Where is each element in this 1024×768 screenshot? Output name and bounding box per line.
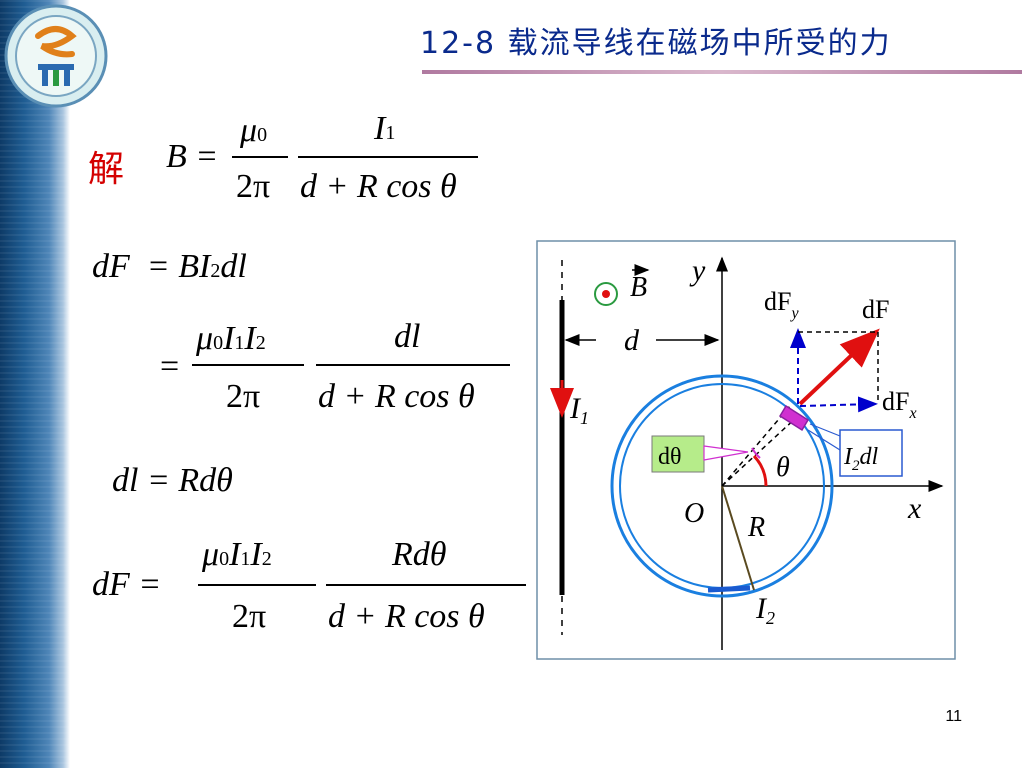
label-i2: I2 <box>755 592 775 628</box>
eq1-fraction-bar-2 <box>298 156 478 158</box>
label-i2dl: I2dl <box>843 444 879 474</box>
label-i1: I1 <box>569 392 589 428</box>
label-o: O <box>684 498 704 529</box>
eq3-num-i2-sub: 2 <box>255 332 266 354</box>
eq5-f2-den: d + R cos θ <box>328 598 485 635</box>
eq3-den: 2π <box>226 378 261 415</box>
eq2-part-b: = BI <box>146 248 211 285</box>
label-theta: θ <box>776 452 790 483</box>
eq3-num-i2: I <box>244 320 256 357</box>
university-logo <box>4 4 108 108</box>
eq5-num-i2: I <box>250 536 262 573</box>
radius-line <box>721 485 755 591</box>
force-df-vector <box>798 328 880 406</box>
current-i2-arrow <box>707 585 751 593</box>
solution-label: 解 <box>88 149 125 190</box>
b-field-symbol <box>594 282 618 306</box>
current-element-i2dl <box>778 404 810 432</box>
eq2-part-c: dl <box>220 248 247 285</box>
eq2-sub: 2 <box>210 260 221 282</box>
label-y: y <box>689 254 706 287</box>
dtheta-callout <box>703 445 749 461</box>
page-number: 11 <box>945 708 962 725</box>
current-loop-outer <box>610 374 834 598</box>
label-dtheta: dθ <box>658 444 682 470</box>
eq5-fraction-bar-1 <box>198 584 316 586</box>
eq5-lhs: dF = <box>92 566 162 603</box>
eq3-num-i1: I <box>223 320 235 357</box>
eq1-lhs: B = <box>166 138 219 175</box>
eq4-text: dl = Rdθ <box>112 462 233 499</box>
i2dl-box <box>839 429 903 477</box>
equation-2: dF = BI2dl <box>92 248 247 286</box>
eq1-f2-num: I <box>374 110 386 147</box>
eq3-f2-den: d + R cos θ <box>318 378 475 415</box>
eq1-f1-num-sub: 0 <box>257 124 268 146</box>
label-df: dF <box>862 295 889 324</box>
eq3-f2-num: dl <box>394 318 421 355</box>
b-field-dot <box>602 290 610 298</box>
eq1-f1-num: μ <box>240 112 258 149</box>
label-dfx: dFx <box>882 387 917 422</box>
label-b: B <box>630 272 647 303</box>
title-underline <box>422 70 1022 74</box>
eq5-f2-num: Rdθ <box>392 536 447 573</box>
dtheta-box <box>651 435 705 473</box>
label-x: x <box>907 492 922 525</box>
eq5-num-i1: I <box>229 536 241 573</box>
eq1-fraction-bar-1 <box>232 156 288 158</box>
eq3-fraction-bar-1 <box>192 364 304 366</box>
label-d: d <box>624 324 640 357</box>
eq1-f1-den: 2π <box>236 168 271 205</box>
label-dfy: dFy <box>764 287 799 322</box>
i2dl-callout-1 <box>809 423 841 437</box>
eq5-num-i1-sub: 1 <box>240 548 251 570</box>
eq5-num-mu: μ <box>202 536 220 573</box>
force-diagram: I1 B d y x O I2 R θ dθ dFy dF dFx I2dl <box>536 240 956 660</box>
dtheta-arc <box>751 447 761 459</box>
force-dfx-vector <box>799 396 878 413</box>
eq5-num-i2-sub: 2 <box>261 548 272 570</box>
eq5-den: 2π <box>232 598 267 635</box>
theta-arc <box>752 454 768 487</box>
eq3-num-mu: μ <box>196 320 214 357</box>
eq5-num-mu-sub: 0 <box>219 548 230 570</box>
eq3-num-mu-sub: 0 <box>213 332 224 354</box>
eq3-lhs: = <box>160 348 180 385</box>
eq1-f2-num-sub: 1 <box>385 122 396 144</box>
eq5-fraction-bar-2 <box>326 584 526 586</box>
eq3-num-i1-sub: 1 <box>234 332 245 354</box>
equation-4: dl = Rdθ <box>112 462 233 500</box>
i2dl-callout-2 <box>807 429 841 451</box>
eq1-f2-den: d + R cos θ <box>300 168 457 205</box>
slide-title: 12-8 载流导线在磁场中所受的力 <box>420 26 892 61</box>
label-r: R <box>747 512 765 543</box>
eq3-fraction-bar-2 <box>316 364 510 366</box>
left-decoration-bar <box>0 0 70 768</box>
eq2-part-a: dF <box>92 248 130 285</box>
